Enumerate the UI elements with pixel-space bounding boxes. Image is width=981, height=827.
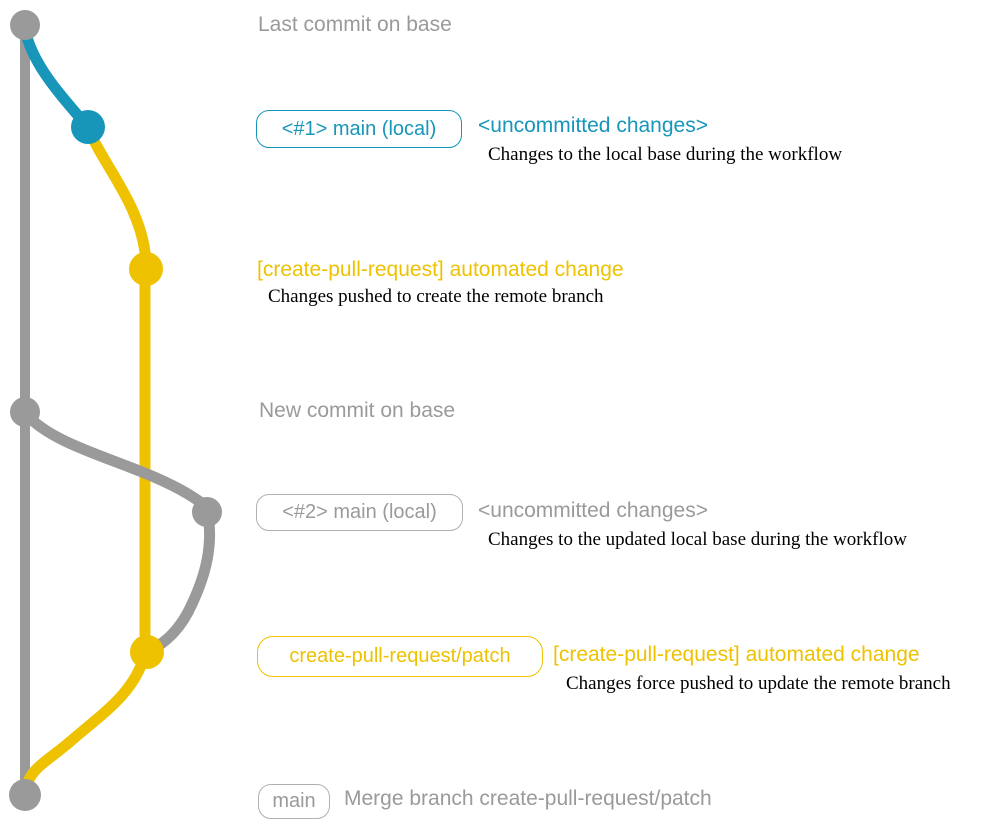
local-main-1-branch-line xyxy=(19,24,93,132)
uncommitted-changes-1-heading: <uncommitted changes> xyxy=(478,114,708,137)
badge-main-label: main xyxy=(272,790,316,812)
uncommitted-changes-2-note: Changes to the updated local base during… xyxy=(488,529,907,550)
commit-dot-last-base xyxy=(10,10,40,40)
badge-main: main xyxy=(258,784,330,819)
commit-dot-automated-change-2 xyxy=(130,635,164,669)
badge-local-main-2: <#2> main (local) xyxy=(256,494,463,531)
badge-patch-branch-label: create-pull-request/patch xyxy=(289,645,511,667)
commit-dot-local-main-2 xyxy=(192,497,222,527)
badge-local-main-1-label: <#1> main (local) xyxy=(281,117,437,140)
local-main-2-return-line xyxy=(143,507,216,658)
commit-dot-automated-change-1 xyxy=(129,252,163,286)
badge-local-main-1: <#1> main (local) xyxy=(256,110,462,148)
badge-local-main-2-label: <#2> main (local) xyxy=(282,501,437,523)
automated-change-1-note: Changes pushed to create the remote bran… xyxy=(268,286,604,307)
uncommitted-changes-2-heading: <uncommitted changes> xyxy=(478,499,708,522)
merge-branch-line xyxy=(20,647,151,796)
pull-request-branch-line xyxy=(82,122,151,659)
automated-change-1-heading: [create-pull-request] automated change xyxy=(257,258,624,281)
commit-dot-merge xyxy=(9,779,41,811)
uncommitted-changes-1-note: Changes to the local base during the wor… xyxy=(488,144,843,165)
commit-dot-new-base xyxy=(10,397,40,427)
badge-patch-branch: create-pull-request/patch xyxy=(257,636,543,677)
last-commit-title: Last commit on base xyxy=(258,13,452,36)
automated-change-2-note: Changes force pushed to update the remot… xyxy=(566,673,951,694)
automated-change-2-heading: [create-pull-request] automated change xyxy=(553,643,920,666)
merge-commit-title: Merge branch create-pull-request/patch xyxy=(344,787,712,810)
commit-dot-local-main-1 xyxy=(71,110,105,144)
local-main-2-branch-line xyxy=(20,408,214,519)
new-commit-title: New commit on base xyxy=(259,399,456,422)
